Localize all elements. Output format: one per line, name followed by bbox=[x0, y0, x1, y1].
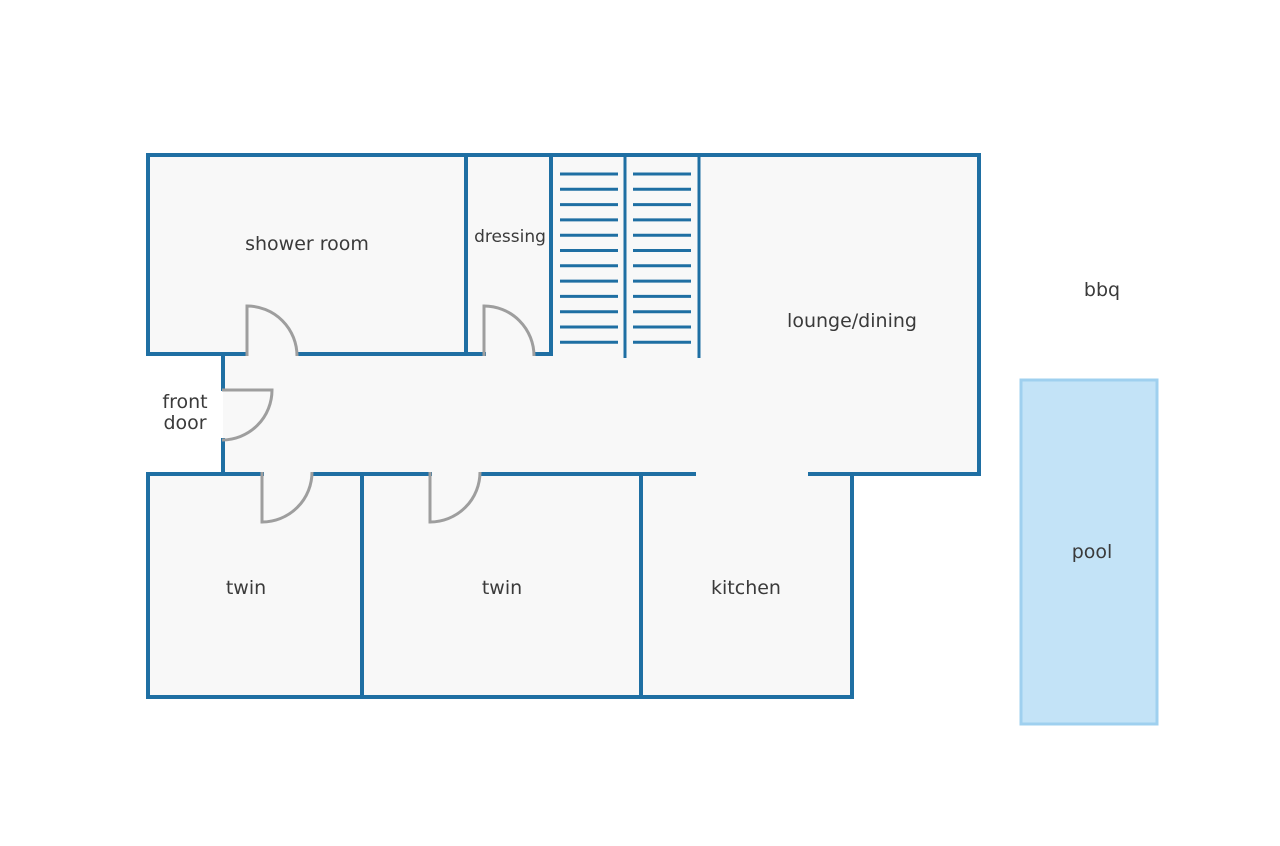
door-shower-room bbox=[245, 304, 299, 357]
floor-twin-left bbox=[148, 474, 362, 697]
label-lounge-dining: lounge/dining bbox=[787, 310, 917, 332]
label-bbq: bbq bbox=[1084, 279, 1120, 301]
label-pool: pool bbox=[1072, 541, 1113, 563]
label-shower-room: shower room bbox=[245, 233, 369, 255]
label-dressing: dressing bbox=[474, 227, 546, 247]
floor-areas bbox=[148, 156, 979, 697]
floor-twin-middle bbox=[362, 474, 641, 697]
staircase bbox=[560, 155, 701, 358]
door-front bbox=[221, 388, 274, 442]
pool bbox=[1019, 378, 1159, 726]
stair-treads bbox=[560, 172, 691, 344]
floor-kitchen bbox=[641, 474, 852, 697]
label-front-door-line2: door bbox=[163, 412, 206, 434]
label-kitchen: kitchen bbox=[711, 577, 781, 599]
room-labels: shower room dressing lounge/dining front… bbox=[162, 227, 1120, 599]
label-front-door-line1: front bbox=[162, 391, 207, 413]
floor-shower-room bbox=[148, 156, 468, 354]
label-twin-middle: twin bbox=[482, 577, 522, 599]
floor-dressing bbox=[468, 156, 551, 354]
door-dressing bbox=[482, 304, 536, 357]
walls bbox=[146, 153, 981, 699]
floor-hallway bbox=[223, 354, 979, 474]
door-twin-middle bbox=[428, 471, 482, 524]
door-twin-left bbox=[260, 471, 314, 524]
label-twin-left: twin bbox=[226, 577, 266, 599]
doors bbox=[221, 304, 536, 524]
